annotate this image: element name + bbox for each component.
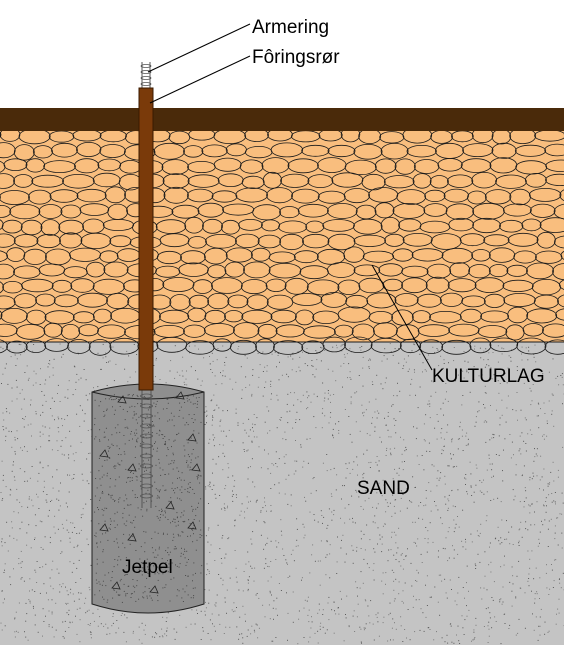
foringsror-label: Fôringsrør: [252, 47, 340, 68]
kulturlag-label: KULTURLAG: [432, 366, 545, 387]
foringsror-leader-line: [149, 55, 251, 104]
jetpel-top-edge: [91, 391, 205, 400]
kulturlag-stone-texture: [0, 126, 564, 356]
jetpel-column: [91, 383, 205, 614]
topsoil-layer: [0, 108, 564, 131]
jetpel-label: Jetpel: [122, 557, 173, 578]
armering-leader-line: [147, 23, 251, 73]
kulturlag-leader-line: [371, 264, 433, 371]
armering-label: Armering: [252, 17, 329, 38]
casing-pipe: [138, 87, 154, 391]
sand-label: SAND: [357, 478, 410, 499]
sand-layer: [0, 342, 564, 645]
rebar-cage: [140, 62, 153, 508]
